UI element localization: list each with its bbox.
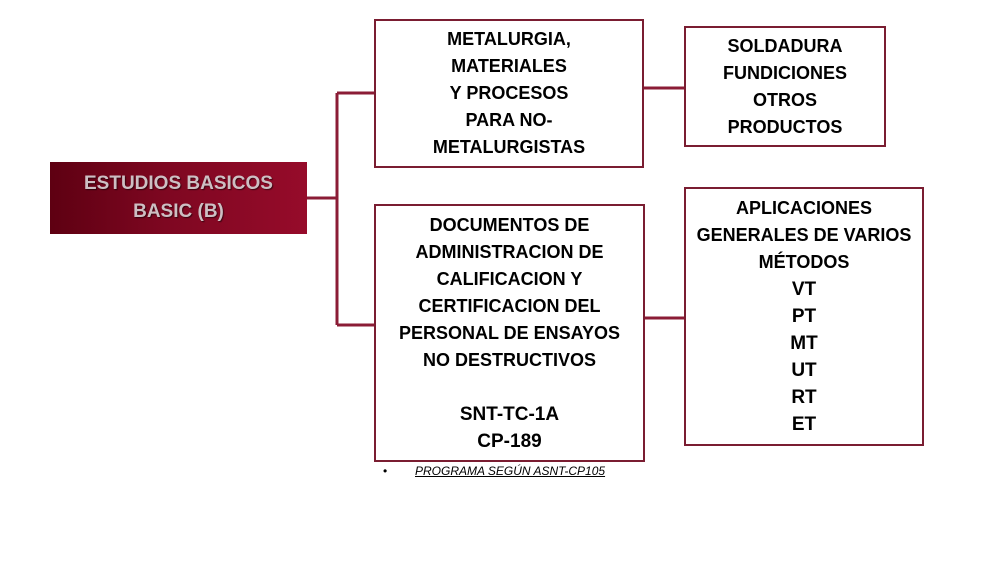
node-text-line: SOLDADURA: [727, 35, 843, 56]
node-metalurgia-materiales: METALURGIA, MATERIALES Y PROCESOS PARA N…: [374, 19, 644, 168]
node-text-line: DOCUMENTOS DE: [429, 214, 590, 235]
node-text-line: NO DESTRUCTIVOS: [422, 349, 596, 370]
node-text-line: Y PROCESOS: [449, 83, 569, 103]
root-node-estudios-basicos: ESTUDIOS BASICOS BASIC (B): [50, 162, 307, 234]
node-text-line: CALIFICACION Y: [436, 268, 583, 289]
bullet-icon: •: [383, 464, 388, 478]
node-text-line: PARA NO-: [465, 110, 553, 130]
node-text-line: APLICACIONES: [735, 198, 872, 218]
node-text-line: METALURGIA,: [447, 29, 571, 49]
node-text-line: GENERALES DE VARIOS: [696, 225, 912, 245]
node-text-line: PRODUCTOS: [727, 116, 843, 137]
method-item-mt: MT: [790, 333, 818, 354]
method-item-ut: UT: [791, 360, 817, 381]
node-code-line: SNT-TC-1A: [459, 403, 560, 425]
node-text-line: METALURGISTAS: [432, 137, 586, 157]
root-line: BASIC (B): [133, 201, 224, 222]
footnote: • PROGRAMA SEGÚN ASNT-CP105: [383, 464, 605, 478]
node-aplicaciones-generales: APLICACIONES GENERALES DE VARIOS MÉTODOS…: [684, 187, 924, 446]
node-text-line: MÉTODOS: [758, 252, 850, 272]
footnote-text: PROGRAMA SEGÚN ASNT-CP105: [415, 464, 606, 478]
method-item-rt: RT: [791, 387, 817, 408]
node-soldadura-fundiciones: SOLDADURA FUNDICIONES OTROS PRODUCTOS: [684, 26, 886, 147]
node-text-line: ADMINISTRACION DE: [415, 241, 604, 262]
node-text-line: MATERIALES: [451, 56, 567, 76]
node-documentos-administracion: DOCUMENTOS DE ADMINISTRACION DE CALIFICA…: [374, 204, 645, 462]
node-text-line: PERSONAL DE ENSAYOS: [398, 322, 621, 343]
method-item-pt: PT: [791, 306, 817, 327]
node-text-line: OTROS: [752, 89, 817, 110]
node-code-line: CP-189: [477, 430, 542, 452]
node-text-line: FUNDICIONES: [722, 62, 847, 83]
method-item-et: ET: [791, 414, 817, 435]
root-node-label: ESTUDIOS BASICOS BASIC (B): [84, 170, 273, 226]
node-text-line: CERTIFICACION DEL: [418, 295, 601, 316]
method-item-vt: VT: [791, 279, 817, 300]
root-line: ESTUDIOS BASICOS: [84, 173, 273, 194]
